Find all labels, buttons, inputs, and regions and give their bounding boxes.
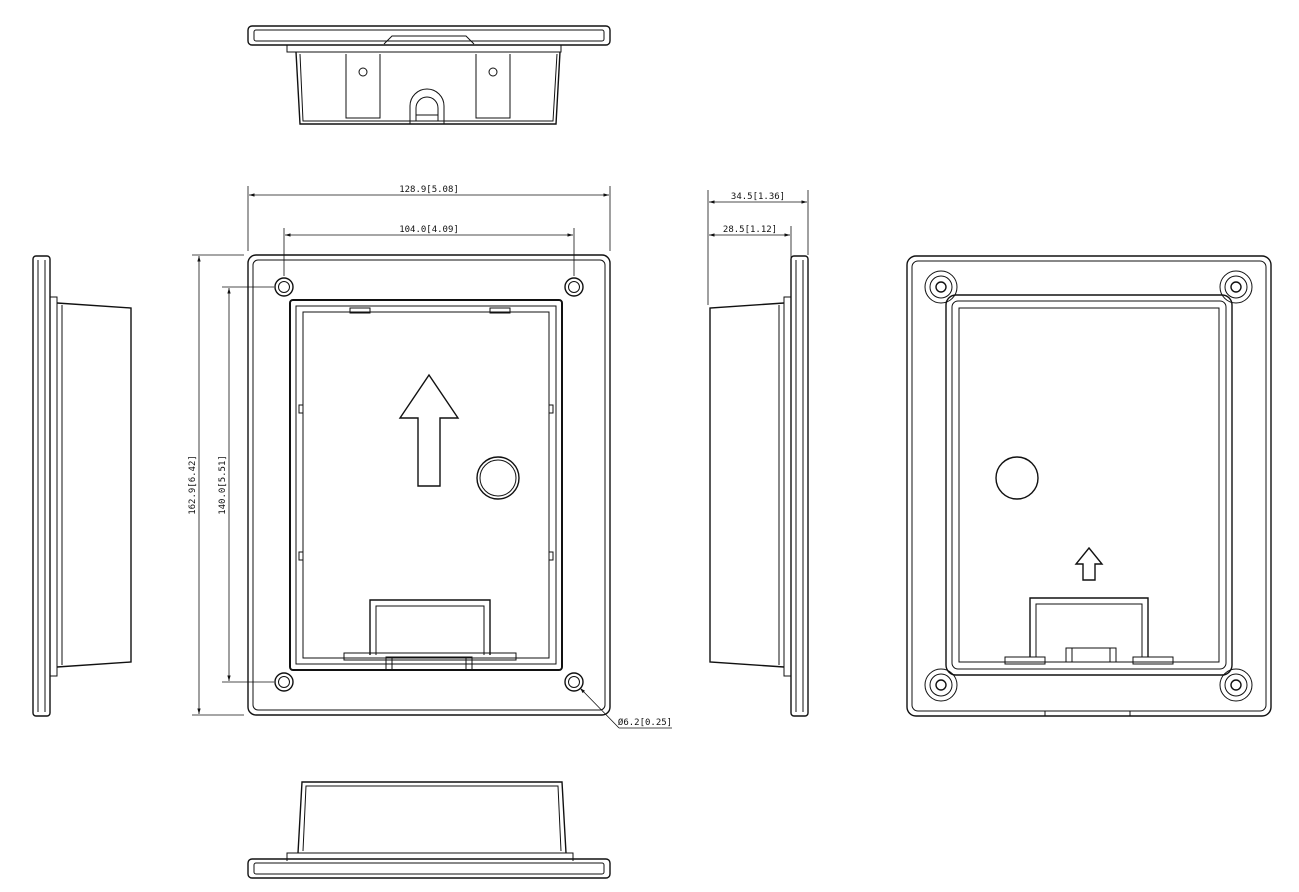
right-side-view [709, 255, 809, 717]
overall-height-label: 162.9[6.42] [188, 455, 198, 515]
left-side-view [32, 255, 132, 717]
mounting-holes [274, 277, 584, 692]
overall-depth-label: 34.5[1.36] [731, 192, 785, 202]
bottom-view [247, 781, 611, 879]
hole-diameter-label: Ø6.2[0.25] [618, 717, 672, 728]
overall-width-label: 128.9[5.08] [399, 185, 459, 195]
hole-spacing-width-label: 104.0[4.09] [399, 225, 459, 235]
top-view [247, 25, 611, 125]
rear-mounting-bosses [924, 270, 1253, 702]
dimension-lines [192, 186, 809, 729]
inner-depth-label: 28.5[1.12] [723, 225, 777, 235]
rear-cable-hole [995, 456, 1039, 500]
rear-orientation-arrow-icon [1074, 546, 1104, 581]
front-view [247, 254, 611, 716]
orientation-arrow-icon [398, 373, 460, 487]
rear-view [906, 255, 1272, 717]
hole-spacing-height-label: 140.0[5.51] [218, 455, 228, 515]
cable-hole [476, 456, 520, 500]
